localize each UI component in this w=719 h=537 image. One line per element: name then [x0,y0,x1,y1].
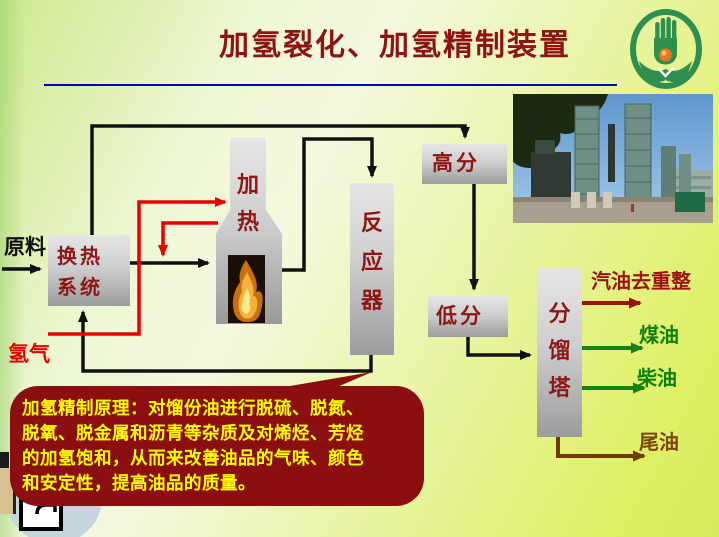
heat-exchange-line2: 系统 [57,277,103,299]
lowsep-to-fractionator-line [466,337,532,360]
low-pressure-separator-box: 低分 [428,296,508,337]
fractionator-char-1: 分 [548,301,571,326]
heater-char-2: 热 [236,209,259,234]
callout-line-3: 的加氢饱和，从而来改善油品的气味、颜色 [22,448,364,468]
refinery-photo [513,94,713,223]
page-title: 加氢裂化、加氢精制装置 [219,29,571,62]
furnace-fire-icon [228,255,265,323]
callout-line-1: 加氢精制原理：对馏份油进行脱硫、脱氮、 [22,398,364,418]
reactor-box: 反 应 器 [350,183,394,355]
heater-char-1: 加 [236,172,259,197]
principle-callout: 加氢精制原理：对馏份油进行脱硫、脱氮、 脱氧、脱金属和沥青等杂质及对烯烃、芳烃 … [10,386,424,506]
clipart-dark-shape [0,452,9,470]
fractionator-label: 分 馏 塔 [537,268,582,400]
heat-exchange-line1: 换热 [57,246,103,268]
heater-label: 加 热 [226,172,270,235]
fractionator-char-3: 塔 [548,375,571,400]
fractionator-box: 分 馏 塔 [537,268,582,437]
reactor-char-3: 器 [360,288,383,313]
high-pressure-separator-box: 高分 [422,144,507,184]
kerosene-output-label: 煤油 [639,325,679,347]
reactor-char-2: 应 [360,249,383,274]
reactor-char-1: 反 [360,210,383,235]
heat-exchange-system-box: 换热 系统 [48,235,130,306]
diesel-output-label: 柴油 [637,368,677,390]
fractionator-char-2: 馏 [548,338,571,363]
callout-line-2: 脱氧、脱金属和沥青等杂质及对烯烃、芳烃 [22,423,364,443]
organization-logo-icon [630,9,702,89]
gasoline-output-label: 汽油去重整 [591,271,691,293]
feed-label: 原料 [4,236,46,259]
hydrogen-label: 氢气 [8,343,50,366]
tailoil-arrow [556,437,646,462]
tailoil-output-label: 尾油 [639,432,679,454]
title-underline [44,84,617,86]
reactor-label: 反 应 器 [350,183,394,313]
hydrogen-to-feedline-line [158,221,218,257]
callout-line-4: 和安定性，提高油品的质量。 [22,473,256,493]
